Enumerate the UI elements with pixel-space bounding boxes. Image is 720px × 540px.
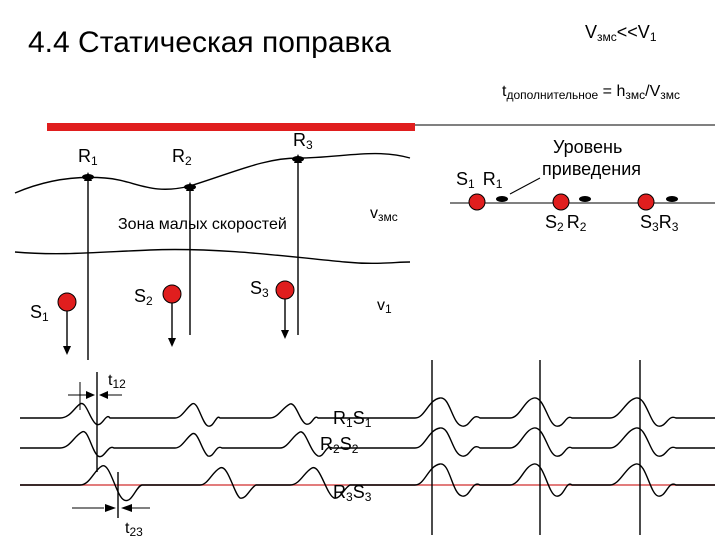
datum-receiver-r2 [579,196,591,202]
slide-title: 4.4 Статическая поправка [28,26,391,59]
datum-bar [47,123,415,131]
ground-surface-curve [14,152,411,194]
datum-receiver-r1 [496,196,508,202]
receiver-r3-label: R3 [293,130,313,152]
source-s1-label: S1 [30,302,49,324]
receiver-r2-label: R2 [172,146,192,168]
trace-r1s1 [20,397,715,427]
low-velocity-zone-label: Зона малых скоростей [118,216,287,233]
trace-label-r3s3: R3S3 [333,482,372,504]
datum-pointer-line [509,177,541,195]
source-s3-label: S3 [250,278,269,300]
datum-pair3-label: S3R3 [640,212,679,234]
datum-label-line1: Уровень [553,137,622,157]
ray-s3-arrowhead [281,330,289,339]
source-s2-label: S2 [134,286,153,308]
lvz-base-curve [14,248,411,265]
v-zms-label: vзмс [370,205,398,224]
trace-label-r2s2: R2S2 [320,434,359,456]
source-s1-marker [57,292,77,312]
trace-r2s2 [20,427,715,458]
source-s2-marker [162,284,182,304]
trace-r3s3 [20,463,715,502]
delay-formula: tдополнительное = hзмс/Vзмс [502,83,680,102]
velocity-condition: Vзмс<<V1 [585,22,657,44]
datum-source-s2 [552,193,570,211]
t23-arrowhead-right [121,504,132,512]
t12-arrowhead-right [99,391,108,399]
ray-r1-arrowhead [84,172,92,181]
trace-label-r1s1: R1S1 [333,408,372,430]
seismic-traces [20,397,715,502]
t12-arrowhead-left [86,391,95,399]
t12-label: t12 [108,372,126,391]
v1-label: v1 [377,297,392,316]
datum-label-line2: приведения [542,159,641,179]
datum-source-s3 [637,193,655,211]
source-s3-marker [275,280,295,300]
ray-s1-arrowhead [63,346,71,355]
ray-s2-arrowhead [168,338,176,347]
datum-receiver-r3 [666,196,678,202]
ray-r3-arrowhead [294,154,302,163]
t23-arrowhead-left [105,504,116,512]
receiver-r1-label: R1 [78,146,98,168]
t23-label: t23 [125,520,143,539]
datum-source-s1 [468,193,486,211]
ray-r2-arrowhead [186,182,194,191]
